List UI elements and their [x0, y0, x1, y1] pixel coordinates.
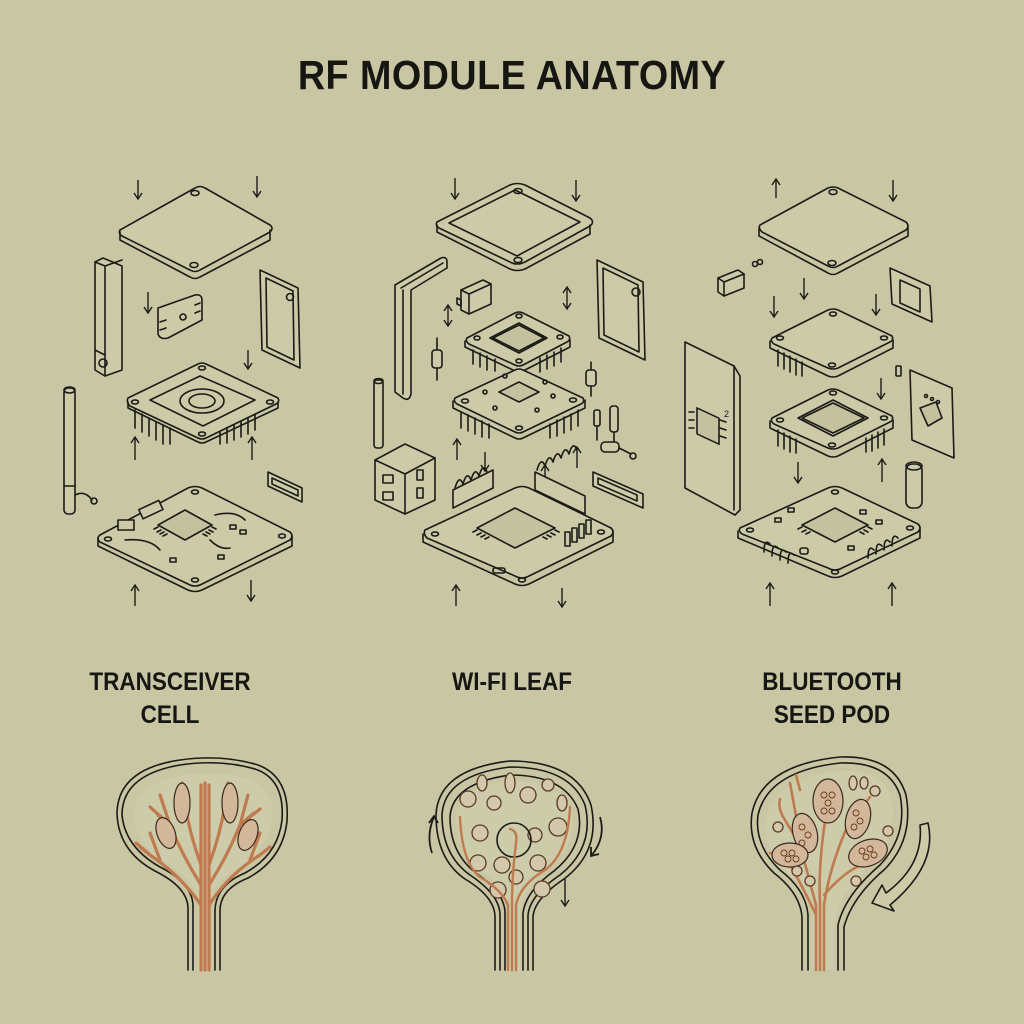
shield-clip	[157, 294, 203, 340]
gasket-frame	[596, 259, 646, 361]
down-arrow-icon	[557, 588, 567, 609]
spacer-plate	[769, 308, 894, 378]
page-title: RF MODULE ANATOMY	[297, 52, 727, 98]
down-arrow-icon	[799, 278, 809, 301]
bluetooth-exploded-view: 2	[684, 177, 955, 606]
seed-pods	[155, 782, 259, 851]
smd-component	[456, 279, 492, 315]
label-wifi-leaf: WI-FI LEAF	[413, 666, 611, 699]
up-arrow-icon	[451, 583, 461, 606]
capacitor-leads	[593, 405, 637, 460]
down-arrow-icon	[252, 176, 262, 199]
spores	[772, 775, 894, 887]
side-pcb-board: 2	[684, 341, 741, 516]
pcb-marking: 2	[724, 409, 729, 419]
cells	[459, 772, 568, 899]
transceiver-exploded-view	[63, 176, 303, 606]
up-arrow-icon	[765, 581, 775, 606]
rod	[373, 377, 384, 449]
bidirectional-arrow-icon	[443, 303, 453, 328]
main-pcb-with-headers	[422, 445, 614, 587]
down-arrow-icon	[450, 178, 460, 201]
vascular-veins	[458, 805, 572, 972]
main-pcb	[97, 485, 293, 593]
antenna-housing	[94, 257, 123, 377]
circulation-arrow-icon	[590, 816, 603, 858]
cylindrical-capacitor	[905, 461, 923, 509]
down-arrow-icon	[560, 879, 570, 908]
wifi-botanical-illustration	[428, 760, 603, 972]
outer-membrane	[116, 757, 289, 971]
bidirectional-arrow-icon	[562, 285, 572, 311]
down-arrow-icon	[876, 378, 886, 401]
top-cover-plate	[118, 185, 273, 280]
gasket-frame	[259, 269, 301, 369]
qfp-chip-carrier	[464, 311, 571, 373]
down-arrow-icon	[571, 180, 581, 203]
down-arrow-icon	[246, 580, 256, 603]
rf-shield-can	[126, 362, 280, 445]
base-pcb-with-headers	[737, 485, 921, 579]
label-transceiver-cell: TRANSCEIVER CELL	[71, 666, 269, 732]
mini-capacitor	[895, 365, 902, 377]
qfp-chip-carrier	[769, 388, 894, 458]
wifi-exploded-view	[373, 178, 646, 609]
top-cover-frame	[435, 182, 594, 272]
label-line: SEED POD	[773, 701, 891, 729]
bent-bracket	[394, 256, 448, 401]
down-arrow-icon	[888, 180, 898, 203]
up-arrow-icon	[247, 435, 257, 460]
pcb-with-pins	[452, 368, 586, 440]
down-arrow-icon	[243, 350, 253, 371]
window-frame	[889, 267, 933, 323]
up-arrow-icon	[887, 581, 897, 606]
label-line: TRANSCEIVER	[89, 668, 251, 696]
label-line: WI-FI LEAF	[452, 668, 572, 696]
resistor	[431, 337, 443, 381]
top-cover-plate	[758, 186, 909, 276]
ferrite-block	[374, 443, 436, 515]
label-line: BLUETOOTH	[762, 668, 902, 696]
down-arrow-icon	[133, 180, 143, 201]
leaf-interior	[134, 773, 273, 970]
down-arrow-icon	[769, 296, 779, 319]
resistor	[585, 361, 597, 397]
whip-antenna	[63, 386, 98, 515]
circulation-arrow-icon	[428, 814, 439, 854]
up-arrow-icon	[877, 457, 887, 482]
curved-inflow-arrow-icon	[871, 822, 931, 912]
outer-membrane	[750, 756, 909, 971]
down-arrow-icon	[480, 452, 490, 473]
connector-strip	[267, 471, 303, 503]
mini-chip-board	[909, 369, 955, 459]
up-arrow-icon	[572, 445, 582, 468]
down-arrow-icon	[871, 294, 881, 317]
bluetooth-botanical-illustration	[750, 756, 931, 972]
up-arrow-icon	[771, 177, 781, 198]
label-line: CELL	[140, 701, 200, 729]
down-arrow-icon	[793, 462, 803, 485]
up-arrow-icon	[130, 435, 140, 460]
connector-strip	[592, 471, 644, 509]
transceiver-botanical-illustration	[116, 757, 289, 972]
label-bluetooth-seed-pod: BLUETOOTH SEED POD	[733, 666, 931, 732]
up-arrow-icon	[130, 583, 140, 606]
small-component	[717, 258, 764, 297]
up-arrow-icon	[452, 437, 462, 460]
down-arrow-icon	[143, 292, 153, 315]
seed-clusters	[771, 778, 888, 868]
